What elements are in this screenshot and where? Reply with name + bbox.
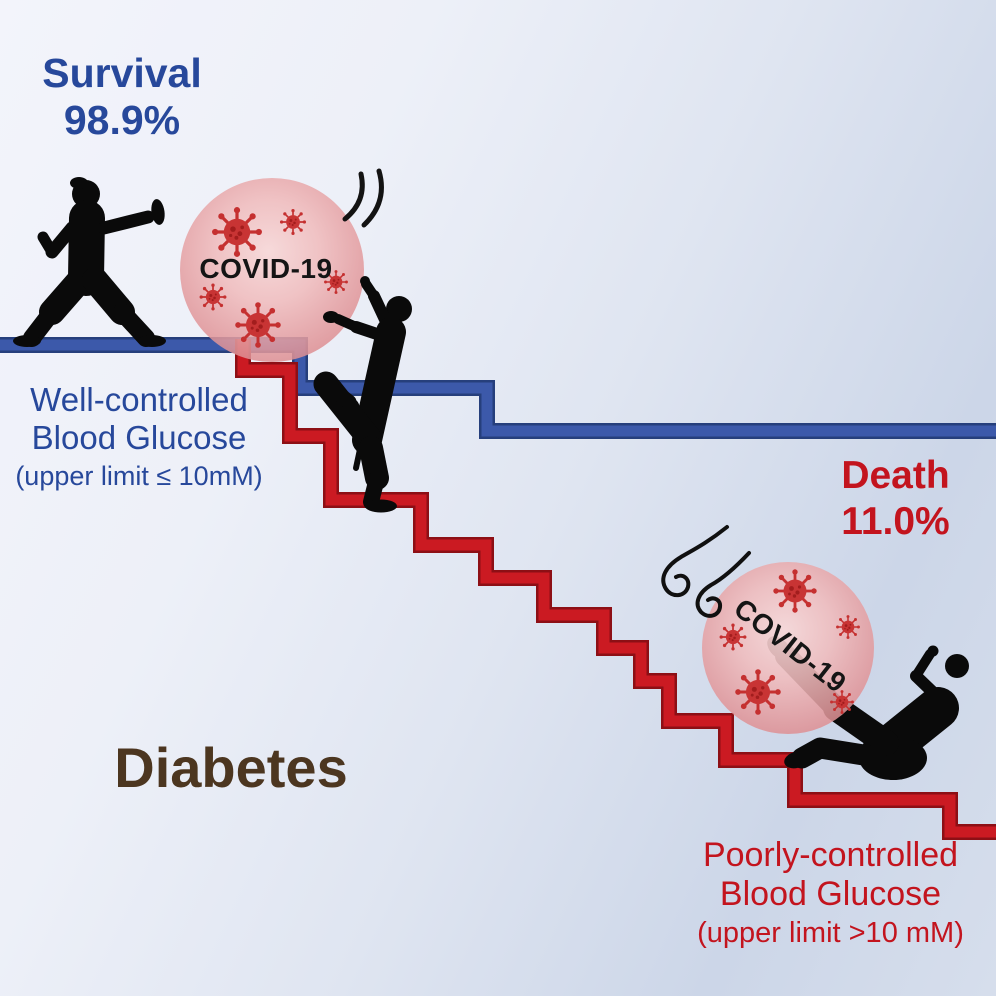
death-value: 11.0%: [841, 500, 950, 543]
well-controlled-label-block: Well-controlled Blood Glucose (upper lim…: [0, 381, 284, 495]
coronavirus-icon: [210, 205, 264, 259]
poorly-controlled-label-block: Poorly-controlled Blood Glucose (upper l…: [665, 836, 996, 953]
covid-label-top: COVID-19: [199, 253, 332, 284]
poorly-controlled-line3: (upper limit >10 mM): [697, 917, 964, 949]
coronavirus-icon: [233, 300, 283, 350]
well-controlled-line3: (upper limit ≤ 10mM): [15, 461, 263, 491]
death-label: Death: [841, 454, 950, 497]
covid-sphere-1: COVID-19: [180, 178, 364, 362]
impact-arcs-icon: [342, 168, 384, 228]
coronavirus-icon: [279, 208, 307, 236]
kicking-figure: [313, 276, 412, 513]
poorly-controlled-line2: Blood Glucose: [719, 875, 942, 913]
coronavirus-icon: [198, 282, 228, 312]
karate-defender-figure: [13, 177, 166, 347]
covid-sphere-2: COVID-19: [702, 562, 874, 734]
coronavirus-icon: [733, 667, 783, 717]
well-controlled-line1: Well-controlled: [30, 381, 248, 418]
wind-gust-icon: [661, 525, 751, 618]
death-label-block: Death 11.0%: [788, 453, 996, 545]
well-controlled-line2: Blood Glucose: [31, 419, 247, 456]
survival-value: 98.9%: [63, 97, 181, 143]
coronavirus-icon: [835, 614, 861, 640]
survival-label: Survival: [42, 50, 202, 96]
diabetes-title: Diabetes: [114, 736, 348, 799]
coronavirus-icon: [771, 567, 819, 615]
survival-label-block: Survival 98.9%: [8, 50, 236, 144]
poorly-controlled-line1: Poorly-controlled: [702, 836, 959, 874]
